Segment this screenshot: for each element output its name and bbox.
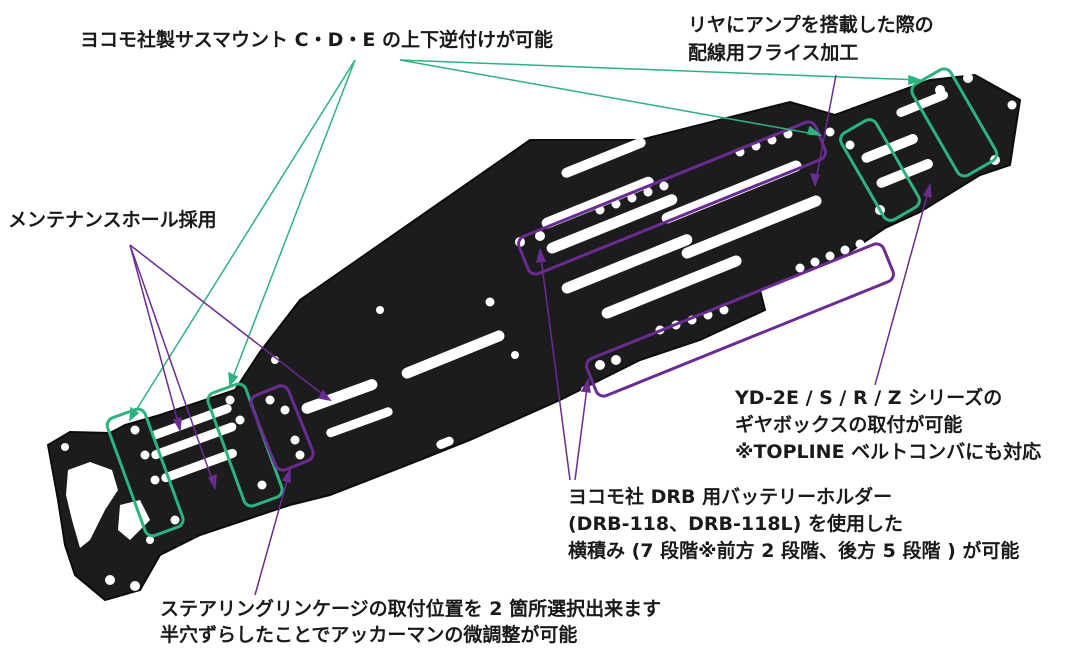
label-sus-mount: ヨコモ社製サスマウント C・D・E の上下逆付けが可能 — [80, 29, 553, 51]
label-steering-line1: ステアリングリンケージの取付位置を 2 箇所選択出来ます — [160, 598, 662, 620]
label-gearbox-line1: YD-2E / S / R / Z シリーズの — [735, 387, 1003, 409]
label-battery-line2: (DRB-118、DRB-118L) を使用した — [568, 513, 903, 535]
label-battery-line3: 横積み (7 段階※前方 2 段階、後方 5 段階 ) が可能 — [568, 540, 1020, 562]
green-leader-lines — [129, 59, 923, 422]
purple-leader-lines — [129, 74, 932, 596]
purple-highlight-boxes — [249, 120, 895, 472]
label-battery-line1: ヨコモ社 DRB 用バッテリーホルダー — [568, 486, 893, 508]
label-gearbox-line2: ギヤボックスの取付が可能 — [735, 414, 963, 436]
label-amp-line2: 配線用フライス加工 — [688, 42, 859, 64]
label-maintenance: メンテナンスホール採用 — [8, 209, 217, 231]
label-gearbox-line3: ※TOPLINE ベルトコンバにも対応 — [735, 441, 1042, 463]
label-amp-line1: リヤにアンプを搭載した際の — [688, 14, 934, 36]
label-steering-line2: 半穴ずらしたことでアッカーマンの微調整が可能 — [160, 624, 578, 646]
